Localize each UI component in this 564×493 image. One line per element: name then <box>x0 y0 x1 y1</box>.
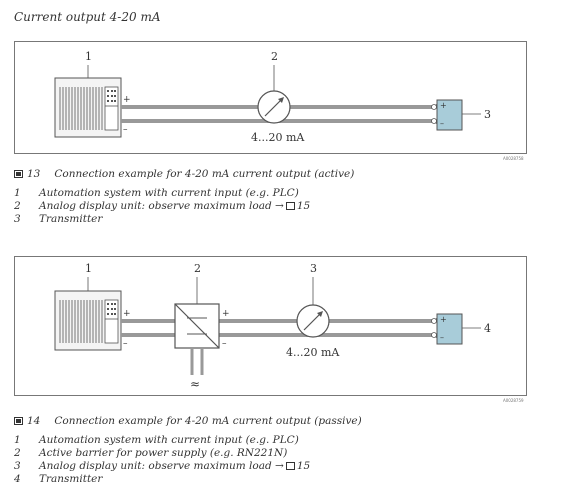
callout-3: 3 <box>484 108 491 121</box>
transmitter-icon <box>431 313 463 345</box>
transmitter-icon <box>431 99 463 131</box>
figure-passive-wiring: 1 + – 2 ≈ + – 3 4...20 mA <box>14 256 527 403</box>
caption-number: 13 <box>27 168 41 180</box>
section-title: Current output 4-20 mA <box>14 10 161 24</box>
analog-meter-icon <box>257 90 291 124</box>
minus-label-transmitter: – <box>440 333 444 342</box>
page-ref-link[interactable]: 15 <box>296 460 311 472</box>
figure-id: A0028758 <box>503 156 524 161</box>
analog-meter-icon <box>296 304 330 338</box>
ac-power-symbol: ≈ <box>190 377 200 391</box>
callout-1: 1 <box>85 262 92 275</box>
plus-label-barrier: + <box>222 309 230 319</box>
plus-label-transmitter: + <box>440 315 447 324</box>
wiring-diagram-2: 1 + – 2 ≈ + – 3 4...20 mA <box>54 262 491 391</box>
minus-label-transmitter: – <box>440 119 444 128</box>
minus-label-barrier: – <box>222 339 227 349</box>
figure-active-wiring: 1 + – 2 4...20 mA + – 3 A0028758 <box>14 41 527 161</box>
figure-icon <box>14 170 23 178</box>
figure-id: A0028759 <box>503 398 524 403</box>
plc-icon <box>54 290 122 351</box>
callout-2: 2 <box>271 50 278 63</box>
plus-label-transmitter: + <box>440 101 447 110</box>
plus-label-plc: + <box>123 95 131 105</box>
minus-label-plc: – <box>123 339 128 349</box>
plus-label-plc: + <box>123 309 131 319</box>
callout-1: 1 <box>85 50 92 63</box>
figure-caption-14: 14 Connection example for 4-20 mA curren… <box>14 415 362 427</box>
minus-label-plc: – <box>123 125 128 135</box>
callout-2: 2 <box>194 262 201 275</box>
active-barrier-icon <box>174 303 220 375</box>
signal-label: 4...20 mA <box>251 131 305 144</box>
figure-icon <box>14 417 23 425</box>
callout-4: 4 <box>484 322 491 335</box>
caption-text: Connection example for 4-20 mA current o… <box>54 168 355 180</box>
signal-label: 4...20 mA <box>286 346 340 359</box>
caption-text: Connection example for 4-20 mA current o… <box>54 415 362 427</box>
page-ref-icon <box>285 202 295 210</box>
page-ref-icon <box>285 462 295 470</box>
figure-caption-13: 13 Connection example for 4-20 mA curren… <box>14 168 354 180</box>
callout-3: 3 <box>310 262 317 275</box>
plc-icon <box>54 77 122 138</box>
page-ref-link[interactable]: 15 <box>296 200 311 212</box>
wiring-diagram-1: 1 + – 2 4...20 mA + – 3 <box>54 50 491 144</box>
caption-number: 14 <box>27 415 41 427</box>
